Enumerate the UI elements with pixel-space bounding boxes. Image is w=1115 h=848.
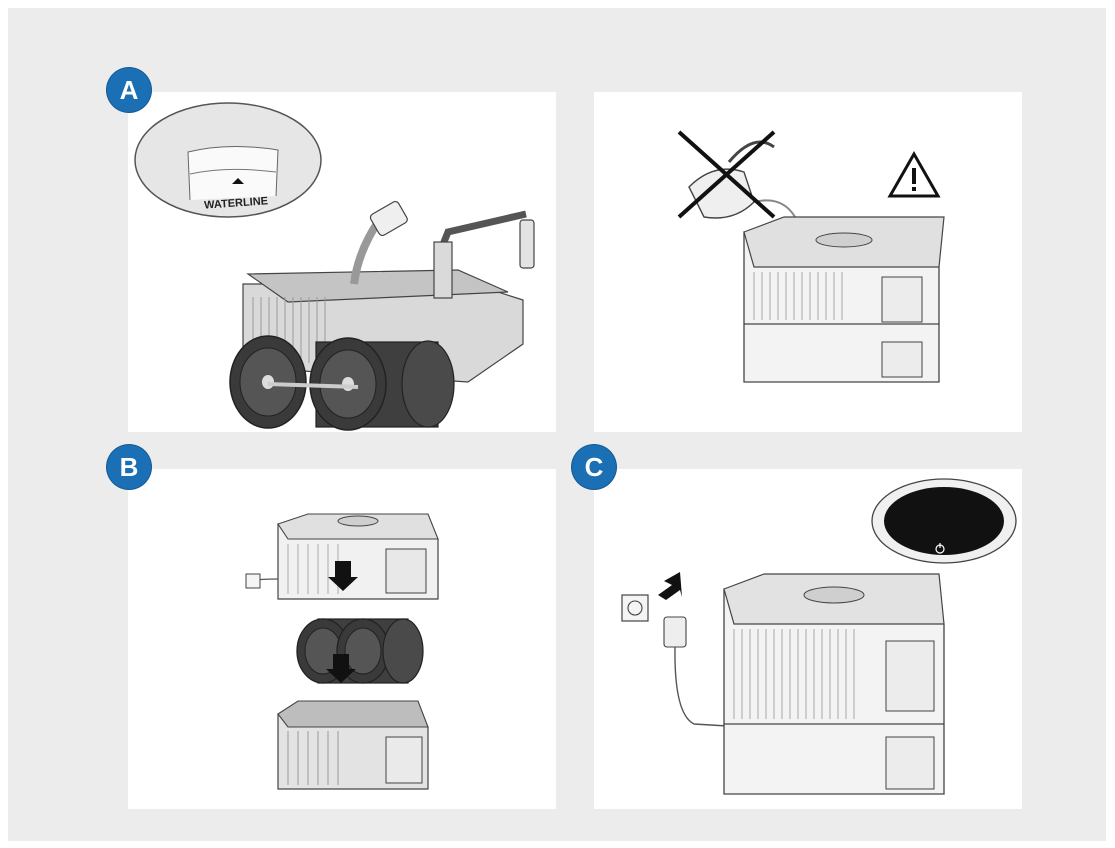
arrow-icon — [658, 572, 682, 600]
panel-connect-power — [594, 469, 1022, 809]
panel-do-not-pour-top — [594, 92, 1022, 432]
connect-power-illustration — [594, 469, 1022, 809]
step-badge-a: A — [107, 68, 151, 112]
instruction-sheet: WATERLINE — [8, 8, 1106, 841]
no-pouring-illustration — [594, 92, 1022, 432]
water-tap — [434, 242, 452, 298]
power-plug — [246, 574, 260, 588]
fill-water-illustration: WATERLINE — [128, 92, 556, 432]
assemble-illustration — [128, 469, 556, 809]
panel-assemble — [128, 469, 556, 809]
step-badge-c: C — [572, 445, 616, 489]
panel-fill-water: WATERLINE — [128, 92, 556, 432]
control-display — [884, 487, 1004, 555]
power-adapter — [664, 617, 686, 647]
warning-triangle-icon — [890, 154, 938, 196]
step-badge-b: B — [107, 445, 151, 489]
wall-socket — [622, 595, 648, 621]
